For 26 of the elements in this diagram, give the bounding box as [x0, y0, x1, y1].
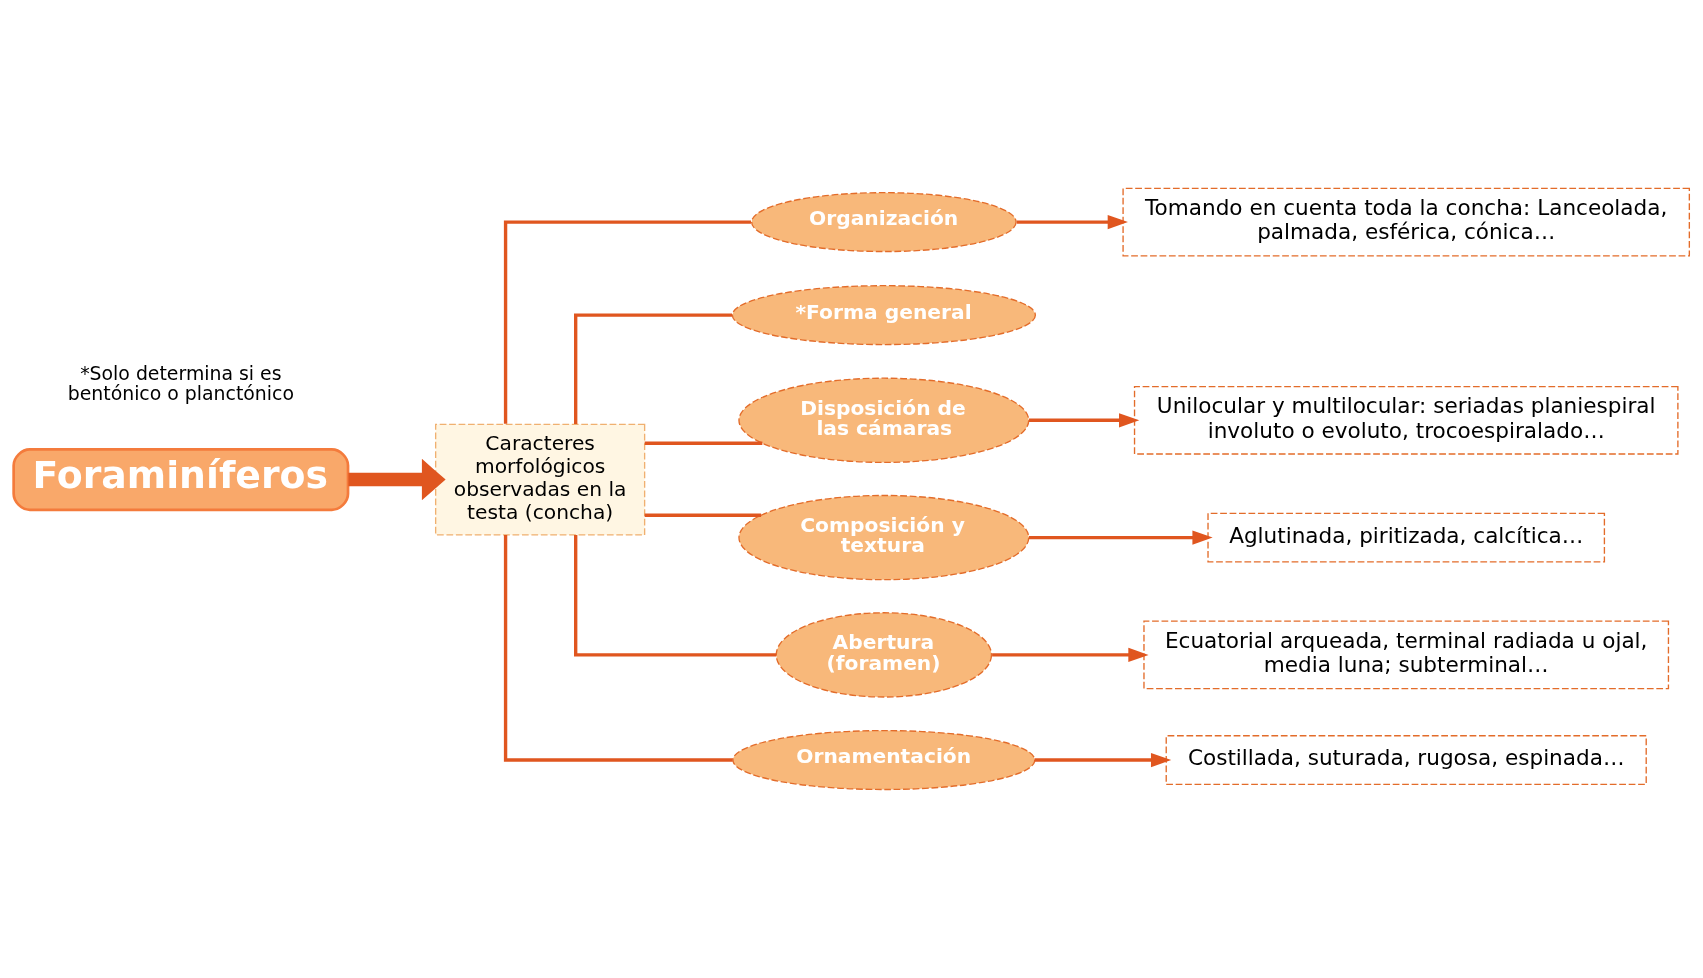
node-ellipse: Disposición de las cámaras: [738, 377, 1030, 464]
node-box: Tomando en cuenta toda la concha: Lanceolada, palmada, esférica, cónica…: [1122, 187, 1691, 257]
arrow: [1029, 413, 1140, 428]
node-ellipse: Ornamentación: [732, 729, 1036, 791]
node-box: Ecuatorial arqueada, terminal radiada u ojal, media luna; subterminal…: [1143, 620, 1670, 690]
connector: [503, 535, 733, 762]
arrow: [1016, 215, 1128, 230]
node-ellipse: Organización: [750, 191, 1017, 253]
node-box: Caracteres morfológicos observadas en la testa (concha): [435, 423, 646, 536]
arrow: [348, 458, 446, 501]
arrow: [1034, 752, 1172, 768]
arrow: [992, 647, 1149, 662]
arrow: [1029, 530, 1213, 545]
node-box: Unilocular y multilocular: seriadas planiespiral involuto o evoluto, trocoespiralado…: [1133, 385, 1679, 455]
connector: [644, 513, 762, 517]
connector: [574, 313, 733, 424]
connector: [644, 441, 763, 445]
connector: [574, 535, 777, 657]
node-ellipse: Composición y textura: [738, 494, 1030, 581]
node-box: Foraminíferos: [12, 447, 350, 512]
label: *Solo determina si es bentónico o planctónico: [67, 362, 294, 405]
connector: [503, 220, 752, 424]
node-box: Costillada, suturada, rugosa, espinada…: [1165, 735, 1647, 785]
node-ellipse: *Forma general: [731, 285, 1037, 346]
node-ellipse: Abertura (foramen): [775, 612, 993, 698]
node-box: Aglutinada, piritizada, calcítica…: [1207, 512, 1606, 563]
